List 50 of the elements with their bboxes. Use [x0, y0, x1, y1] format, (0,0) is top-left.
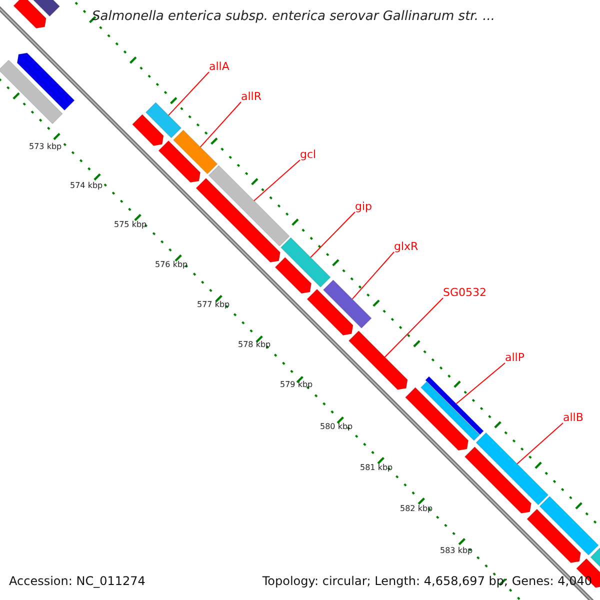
tick-label: 575 kbp [114, 220, 147, 229]
gene-label: SG0532 [443, 286, 487, 299]
gene-feature [274, 256, 312, 294]
gene-feature [0, 60, 63, 124]
gene-feature [196, 178, 281, 263]
gene-label: glxR [394, 240, 418, 253]
leader-line [352, 252, 394, 300]
gene-feature [348, 330, 408, 390]
gene-label: allR [241, 90, 262, 103]
gene-feature [280, 237, 331, 288]
leader-line [254, 160, 300, 202]
leader-line [168, 72, 210, 116]
gene-feature [420, 381, 480, 441]
gene-feature [425, 376, 484, 435]
gene-feature [145, 102, 182, 138]
gene-feature [16, 52, 75, 111]
leader-line [310, 212, 356, 258]
gene-label: allA [209, 60, 230, 73]
tick-label: 574 kbp [70, 181, 103, 190]
leader-line [200, 102, 242, 148]
gene-feature [476, 432, 549, 506]
gene-feature [539, 496, 599, 556]
tick-label: 576 kbp [155, 260, 188, 269]
gene-feature [208, 165, 290, 247]
gene-label: gip [355, 200, 372, 213]
gene-feature [132, 114, 164, 146]
gene-feature [172, 130, 218, 174]
leader-line [384, 298, 444, 358]
footer-text: Accession: NC_011274 [9, 574, 146, 588]
tick-label: 577 kbp [197, 300, 230, 309]
gene-feature [526, 508, 582, 564]
tick-label: 579 kbp [280, 380, 313, 389]
gene-label: gcl [300, 148, 316, 161]
gene-feature [13, 0, 46, 29]
leader-line [456, 362, 506, 404]
tick-label: 582 kbp [400, 504, 433, 513]
leader-line [516, 422, 564, 464]
gene-feature [404, 387, 469, 451]
title: Salmonella enterica subsp. enterica serovar Gallinarum str. ... [92, 9, 495, 24]
gene-feature [464, 446, 532, 514]
tick-label: 583 kbp [440, 546, 473, 555]
gene-feature [322, 280, 372, 329]
tick-label: 581 kbp [360, 463, 393, 472]
gene-label: allP [505, 351, 524, 364]
gene-label: allB [563, 411, 584, 424]
tick-label: 580 kbp [320, 422, 353, 431]
tick-label: 578 kbp [238, 340, 271, 349]
tick-label: 573 kbp [29, 142, 62, 151]
gene-feature [306, 288, 354, 336]
gene-feature [158, 140, 201, 183]
